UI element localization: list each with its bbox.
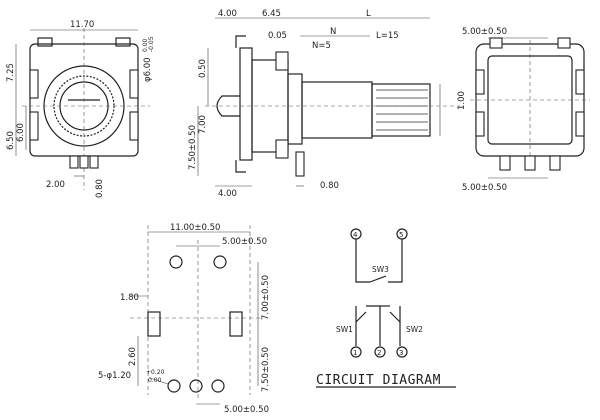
fp-pin-hole-2: [189, 379, 203, 393]
front-shaft-tol-b: -0.05: [148, 36, 155, 52]
front-view: 11.70 7.25 6.50 6.00 φ6.00 0.00 -0.05 2.…: [6, 20, 155, 198]
circuit-pin4-label: 4: [353, 231, 358, 239]
fp-hole-tol-a: +0.20: [146, 369, 165, 376]
front-top-tab-right: [115, 37, 131, 47]
fp-hole-note: 5-φ1.20: [98, 371, 131, 381]
side-view: 4.00 6.45 L 0.05 N N=5 L=15: [188, 9, 467, 199]
side-pin: [295, 151, 305, 177]
side-dim-050: 0.50: [198, 59, 208, 78]
fp-pin-hole-3: [211, 379, 225, 393]
front-pinwidth-label: 0.80: [95, 179, 105, 198]
front-pitch-label: 2.00: [46, 180, 65, 190]
back-view: 5.00±0.50 5.00±0.50: [462, 27, 590, 193]
front-width-label: 11.70: [70, 20, 94, 30]
front-top-tab-left: [37, 37, 53, 47]
side-bushing-base: [287, 73, 303, 145]
front-pin-1: [69, 155, 79, 169]
back-top-tab-right: [557, 37, 571, 49]
fp-hole-top-right: [213, 255, 227, 269]
fp-hole-tol-b: 0.00: [148, 377, 162, 384]
back-side-left-lower: [475, 111, 485, 137]
side-clip-lower: [275, 139, 289, 159]
circuit-pin3-label: 3: [399, 349, 403, 357]
circuit-sw3-right: [388, 239, 403, 283]
side-dim-080: 0.80: [320, 181, 339, 191]
side-bushing: [301, 81, 373, 139]
circuit-sw3-blade: [369, 275, 387, 283]
front-side-tab-right: [129, 69, 139, 99]
side-clip-top: [235, 35, 246, 48]
circuit-sw1-blade: [355, 311, 367, 323]
circuit-sw3-label: SW3: [372, 265, 389, 274]
circuit-sw2-label: SW2: [406, 325, 423, 334]
side-dim-100: 1.00: [457, 91, 467, 110]
fp-hole-leader: [149, 377, 169, 385]
side-dim-4-bot: 4.00: [218, 189, 237, 199]
fp-slot-left: [147, 311, 161, 337]
fp-top-width: 11.00±0.50: [170, 223, 220, 233]
circuit-title: CIRCUIT DIAGRAM: [316, 373, 441, 388]
fp-slot-right: [229, 311, 243, 337]
side-clip-bottom: [235, 160, 246, 173]
circuit-sw3-left: [355, 239, 370, 283]
circuit-pin5-label: 5: [399, 231, 403, 239]
fp-top-pitch: 5.00±0.50: [222, 237, 267, 247]
side-shaft-knurl: [376, 89, 428, 131]
fp-right-lower: 7.50±0.50: [261, 347, 271, 392]
side-note-L: L=15: [376, 31, 399, 41]
front-pin-3: [89, 155, 99, 169]
circuit-sw1-label: SW1: [336, 325, 353, 334]
back-side-left-upper: [475, 69, 485, 95]
pcb-footprint: 11.00±0.50 5.00±0.50 7.00±0.50 7.50±0.50…: [98, 223, 271, 415]
fp-pin-hole-1: [167, 379, 181, 393]
back-top-dim: 5.00±0.50: [462, 27, 507, 37]
circuit-pin1-label: 1: [353, 349, 357, 357]
front-shaft-dia-label: φ6.00: [143, 57, 153, 82]
front-side-tab-left-lower: [29, 111, 39, 141]
back-side-right-lower: [575, 111, 585, 137]
front-left-mid1-label: 6.50: [6, 131, 16, 150]
front-left-mid2-label: 6.00: [16, 123, 26, 142]
front-side-tab-right-lower: [129, 111, 139, 141]
back-side-right-upper: [575, 69, 585, 95]
front-left-top-label: 7.25: [6, 63, 16, 82]
back-top-tab-left: [489, 37, 503, 49]
side-clip-upper: [275, 51, 289, 71]
front-pin-2: [79, 155, 89, 169]
circuit-pin3: [396, 346, 408, 358]
side-note-N: N=5: [312, 41, 331, 51]
circuit-diagram: 4 5 SW3 SW1 SW2 1 2 3 CIRCUIT DIAGRAM: [316, 228, 456, 388]
circuit-pin1: [350, 346, 362, 358]
side-dim-645: 6.45: [262, 9, 281, 19]
front-shaft-tol-a: 0.00: [142, 38, 149, 52]
front-side-tab-left: [29, 69, 39, 99]
side-dim-L: L: [366, 9, 371, 19]
fp-right-upper: 7.00±0.50: [261, 275, 271, 320]
circuit-common-wire: [366, 305, 381, 346]
back-pin-2: [524, 155, 536, 171]
side-dim-005: 0.05: [268, 31, 287, 41]
back-pin-1: [499, 155, 511, 171]
fp-left-180: 1.80: [120, 293, 139, 303]
circuit-pin2: [374, 346, 386, 358]
fp-hole-top-left: [169, 255, 183, 269]
side-dim-4-top: 4.00: [218, 9, 237, 19]
side-indicator: [216, 95, 240, 117]
circuit-sw2-blade: [389, 311, 401, 323]
side-dim-750: 7.50±0.50: [188, 125, 198, 170]
fp-left-260: 2.60: [128, 347, 138, 366]
circuit-pin2-label: 2: [377, 349, 381, 357]
side-dim-N: N: [330, 27, 336, 37]
side-dim-700: 7.00: [198, 115, 208, 134]
side-shaft: [371, 83, 431, 137]
side-front-plate: [239, 47, 253, 161]
back-pin-3: [549, 155, 561, 171]
back-bottom-dim: 5.00±0.50: [462, 183, 507, 193]
fp-bottom-pitch: 5.00±0.50: [224, 405, 269, 415]
